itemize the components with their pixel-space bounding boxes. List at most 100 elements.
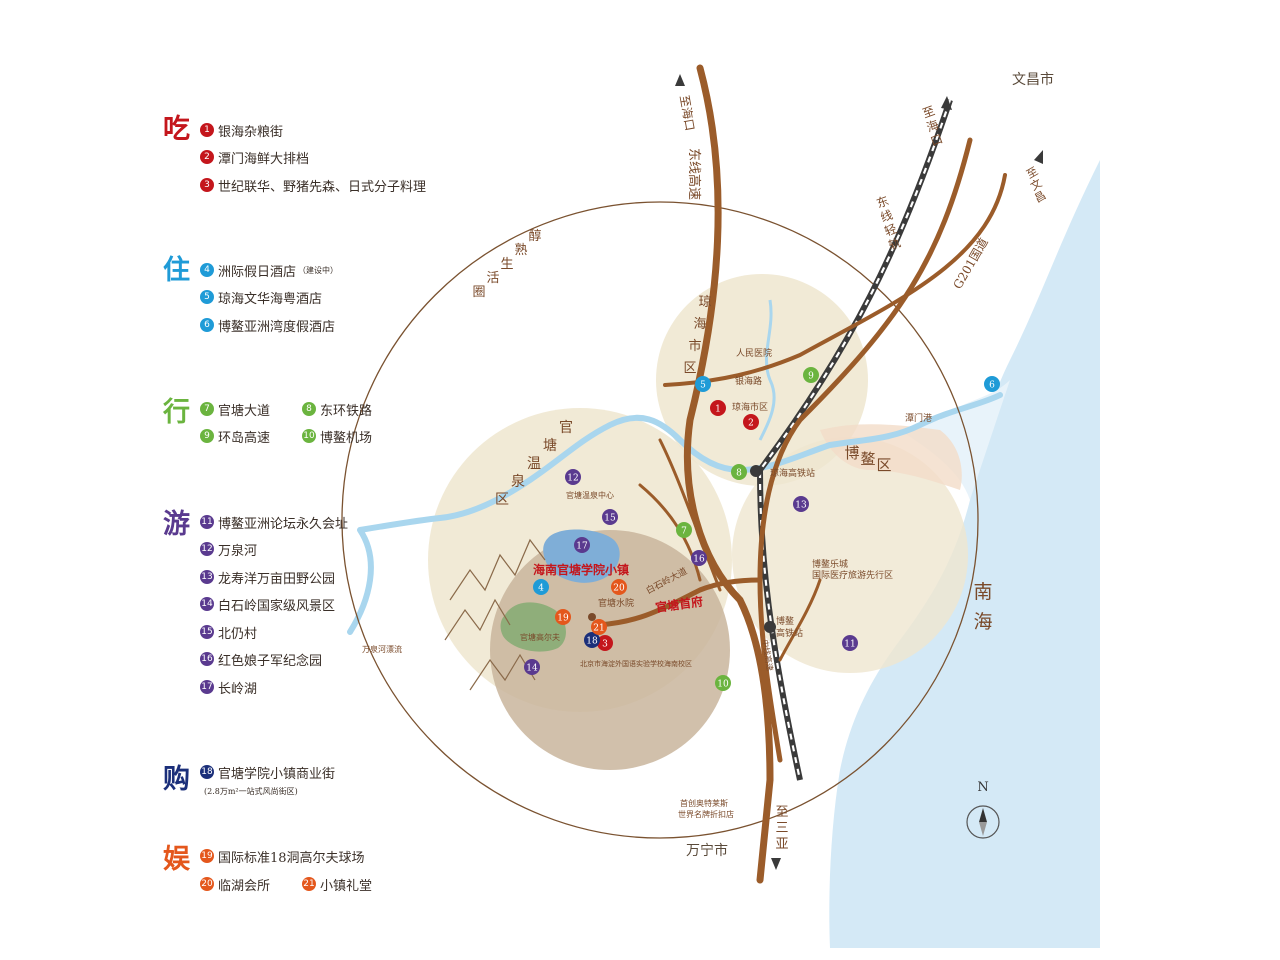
badge-20: 20 [200, 877, 214, 891]
pin-label-20: 20 [613, 584, 625, 594]
badge-3: 3 [200, 178, 214, 192]
badge-10: 10 [302, 429, 316, 443]
arrow-to-haikou [675, 74, 685, 86]
pin-label-12: 12 [567, 474, 578, 484]
legend-label-13: 龙寿洋万亩田野公园 [218, 571, 336, 587]
g201-road [757, 137, 973, 763]
pin-14[interactable] [524, 659, 540, 675]
pin-19[interactable] [555, 609, 571, 625]
pin-13[interactable] [793, 496, 809, 512]
map-char-east_rail_v-3: 轨 [887, 236, 903, 253]
pin-8[interactable] [731, 464, 747, 480]
legend-label-4: 洲际假日酒店 [218, 264, 297, 280]
map-char-ring_label-3: 活 [486, 271, 499, 286]
badge-15: 15 [200, 625, 214, 639]
legend-item-14: 14 白石岭国家级风景区 [200, 594, 335, 614]
east-expressway [684, 64, 774, 884]
pin-15[interactable] [602, 509, 618, 525]
place-outlet-1: 首创奥特莱斯 [680, 798, 728, 808]
pin-label-13: 13 [795, 501, 807, 511]
badge-7: 7 [200, 402, 214, 416]
map-char-qionghai-0: 琼 [698, 295, 711, 310]
legend-item-7: 7 官塘大道 [200, 399, 270, 419]
pin-label-9: 9 [808, 372, 814, 382]
badge-9: 9 [200, 429, 214, 443]
map-char-east_rail_to_haikou-2: 口 [929, 132, 945, 149]
river-branch [758, 299, 776, 441]
badge-8: 8 [302, 402, 316, 416]
pin-label-11: 11 [844, 640, 855, 650]
compass-north-label: N [977, 780, 988, 795]
pin-1[interactable] [710, 400, 726, 416]
pin-2[interactable] [743, 414, 759, 430]
place-golf: 官塘高尔夫 [520, 632, 560, 642]
legend-note-4: （建设中） [298, 265, 339, 275]
legend-label-12: 万泉河 [218, 543, 258, 559]
pin-11[interactable] [842, 635, 858, 651]
pin-16[interactable] [691, 550, 707, 566]
qionghai-station-icon [750, 465, 762, 477]
place-mansion: 官塘首府 [654, 593, 704, 615]
place-yinhai-road: 银海路 [735, 375, 762, 387]
map-char-ring_label-2: 生 [500, 257, 513, 272]
legend-item-6: 6 博鳌亚洲湾度假酒店 [200, 315, 335, 335]
map-char-to_sanya-1: 三 [775, 821, 788, 836]
place-town: 海南官塘学院小镇 [533, 562, 629, 577]
place-qionghai-city: 琼海市区 [732, 401, 768, 413]
map-char-qionghai-3: 区 [683, 361, 696, 376]
legend-label-7: 官塘大道 [218, 403, 271, 419]
road-to-wenchang [663, 173, 1007, 387]
legend-label-14: 白石岭国家级风景区 [218, 598, 336, 614]
badge-2: 2 [200, 150, 214, 164]
pin-17[interactable] [574, 537, 590, 553]
pin-3[interactable] [597, 635, 613, 651]
boao-road [778, 578, 822, 662]
pin-7[interactable] [676, 522, 692, 538]
pin-6[interactable] [984, 376, 1000, 392]
badge-14: 14 [200, 597, 214, 611]
arrow-to-wenchang [1034, 150, 1043, 164]
pin-label-1: 1 [715, 405, 721, 415]
pin-label-14: 14 [526, 664, 538, 674]
pin-9[interactable] [803, 367, 819, 383]
pin-4[interactable] [533, 579, 549, 595]
pin-21[interactable] [591, 619, 607, 635]
legend-label-6: 博鳌亚洲湾度假酒店 [218, 319, 336, 335]
pin-label-16: 16 [693, 555, 705, 565]
pin-10[interactable] [715, 675, 731, 691]
legend-label-8: 东环铁路 [320, 403, 373, 419]
map-char-boao-2: 区 [876, 456, 891, 474]
category-fun: 娱 [163, 844, 190, 875]
map-char-qionghai-1: 海 [693, 317, 706, 332]
pin-label-18: 18 [586, 637, 598, 647]
category-move: 行 [163, 397, 190, 428]
legend-label-18: 官塘学院小镇商业街 [218, 766, 336, 782]
arrow-to-sanya [771, 858, 781, 870]
pin-label-7: 7 [681, 527, 687, 537]
place-rafting: 万泉河漂流 [362, 644, 402, 654]
compass-icon [966, 805, 1000, 839]
legend-label-16: 红色娘子军纪念园 [218, 653, 323, 669]
map-char-east_rail_to_haikou-1: 海 [924, 117, 940, 135]
category-stay: 住 [163, 255, 190, 286]
badge-6: 6 [200, 318, 214, 332]
place-boao-station-1: 博鳌 [776, 615, 794, 627]
legend-label-5: 琼海文华海粤酒店 [218, 291, 323, 307]
pin-20[interactable] [611, 579, 627, 595]
pin-12[interactable] [565, 469, 581, 485]
map-char-wenquan-2: 温 [527, 456, 541, 472]
pin-5[interactable] [695, 376, 711, 392]
legend-label-11: 博鳌亚洲论坛永久会址 [218, 516, 349, 532]
pin-18[interactable] [584, 632, 600, 648]
vertical-labels: 东线轻轨至海口至文昌至三亚琼海市区官塘温泉区博鳌区南海醇熟生活圈 [472, 104, 1048, 852]
east-light-rail [756, 99, 953, 781]
